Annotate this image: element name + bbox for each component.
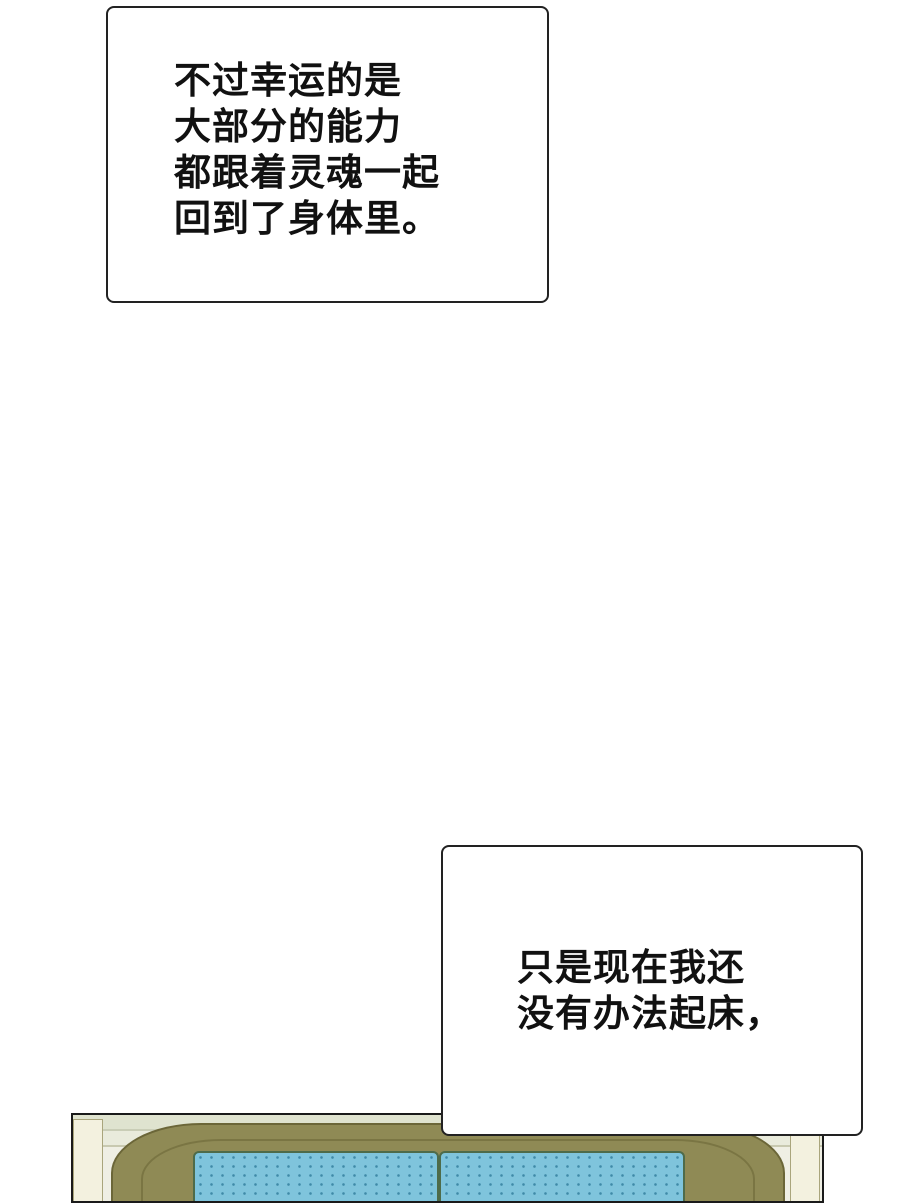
speech-bubble-2: 只是现在我还 没有办法起床， (441, 845, 863, 1136)
speech-bubble-1: 不过幸运的是 大部分的能力 都跟着灵魂一起 回到了身体里。 (106, 6, 549, 303)
line: 没有办法起床， (517, 992, 783, 1035)
line: 回到了身体里。 (174, 197, 440, 240)
line: 只是现在我还 (517, 946, 745, 989)
line: 大部分的能力 (174, 105, 402, 148)
bedpost-left (73, 1119, 103, 1201)
pillow-left (193, 1151, 439, 1201)
speech-bubble-2-text: 只是现在我还 没有办法起床， (517, 945, 783, 1037)
speech-bubble-1-text: 不过幸运的是 大部分的能力 都跟着灵魂一起 回到了身体里。 (174, 58, 440, 242)
line: 都跟着灵魂一起 (174, 151, 440, 194)
line: 不过幸运的是 (174, 59, 402, 102)
pillow-right (439, 1151, 685, 1201)
